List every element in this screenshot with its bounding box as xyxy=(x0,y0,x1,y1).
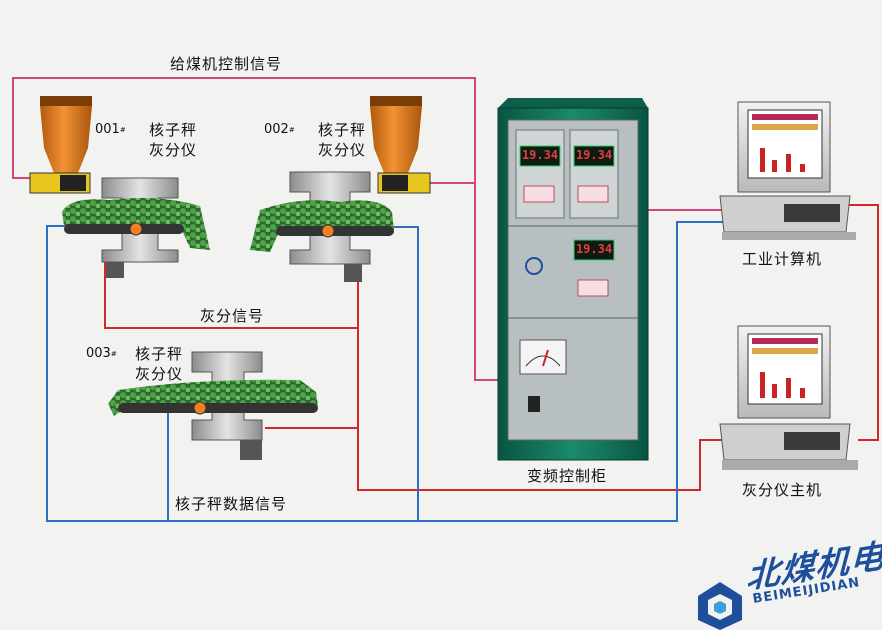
hopper xyxy=(40,106,92,178)
belt xyxy=(276,226,394,236)
pc-screen xyxy=(747,333,823,405)
station-name: 核子秤灰分仪 xyxy=(317,121,366,159)
hopper xyxy=(370,106,422,178)
cabinet-logo-icon xyxy=(525,257,543,275)
data-signal-wire xyxy=(46,221,725,522)
station-name: 核子秤灰分仪 xyxy=(134,345,183,383)
station-name: 核子秤灰分仪 xyxy=(148,121,197,159)
digital-display-2 xyxy=(573,145,615,167)
belt-roller xyxy=(321,224,335,238)
industrial-pc-label: 工业计算机 xyxy=(742,250,823,268)
cabinet-label: 变频控制柜 xyxy=(527,467,608,485)
display-3-value: 19.34 xyxy=(575,242,613,256)
station-002 xyxy=(250,96,431,282)
nuclear-scale-data-label: 核子秤数据信号 xyxy=(175,495,288,513)
belt xyxy=(118,403,318,413)
station-001 xyxy=(29,96,210,278)
brand-logo-icon xyxy=(698,582,742,630)
brand-logo: 北煤机电 BEIMEIJIDIAN xyxy=(698,536,882,630)
ash-pc-wire xyxy=(848,204,879,441)
display-2-value: 19.34 xyxy=(575,148,613,162)
ash-host-label: 灰分仪主机 xyxy=(742,481,823,499)
belt-roller xyxy=(193,401,207,415)
pc-screen xyxy=(747,109,823,179)
station-number: 003# xyxy=(86,346,117,361)
station-number: 002# xyxy=(264,122,295,137)
hopper-top xyxy=(40,96,92,106)
ash-signal-wire-2 xyxy=(357,328,725,491)
station-003 xyxy=(108,351,318,460)
display-1-value: 19.34 xyxy=(521,148,559,162)
frequency-control-cabinet xyxy=(497,98,649,461)
ash-analyzer-host xyxy=(719,325,858,470)
digital-display-3 xyxy=(573,239,615,261)
feeder-control-label: 给煤机控制信号 xyxy=(170,55,283,73)
digital-display-1 xyxy=(519,145,561,167)
feeder-control-wire xyxy=(12,77,500,381)
station-number: 001# xyxy=(95,122,126,137)
ash-signal-label: 灰分信号 xyxy=(200,307,265,325)
gauge xyxy=(519,339,567,375)
data-signal-wire-2 xyxy=(390,226,419,521)
ash-signal-wire xyxy=(104,250,359,329)
coal-pile xyxy=(108,379,318,416)
industrial-computer xyxy=(719,101,856,240)
belt-roller xyxy=(129,222,143,236)
belt xyxy=(64,224,184,234)
